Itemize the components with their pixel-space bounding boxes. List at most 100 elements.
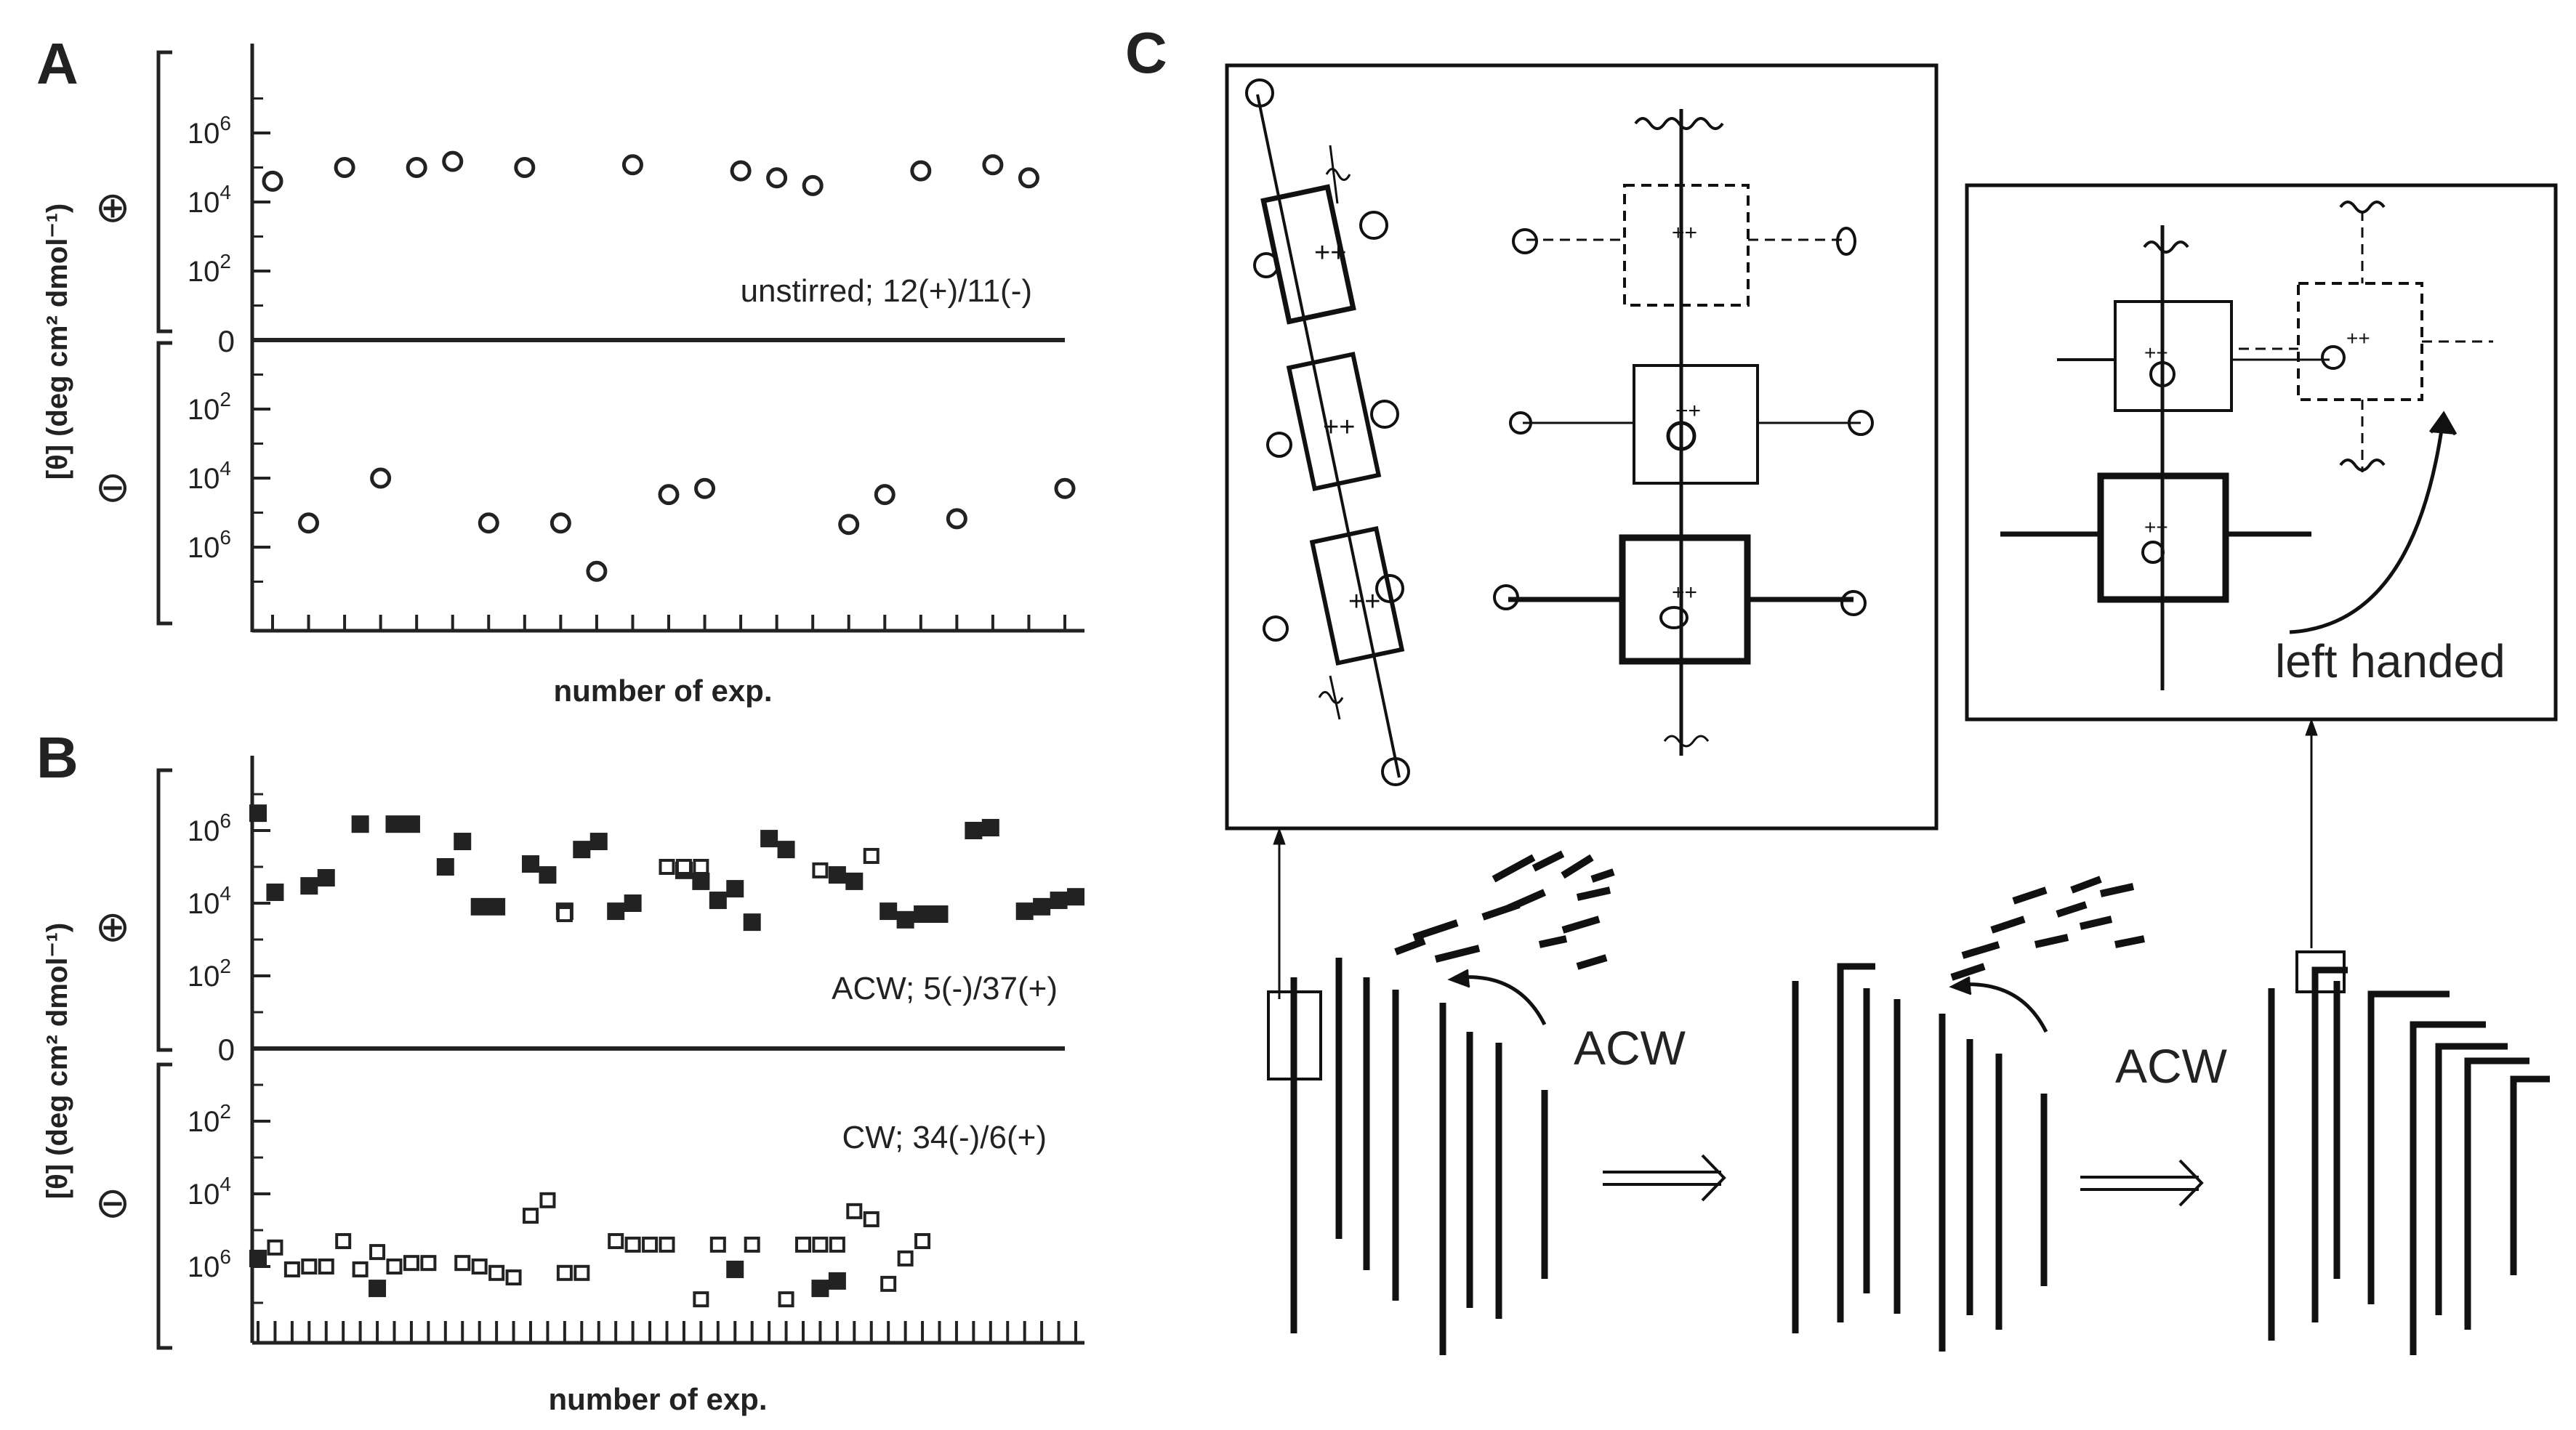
zero-label-a: 0 xyxy=(218,324,235,358)
vertical-box-stack-left: ++ ++ ++ xyxy=(1493,109,1874,756)
data-point-open-square xyxy=(778,1291,794,1308)
data-point-open-circle xyxy=(550,512,571,534)
panel-b: B [θ] (deg cm² dmol⁻¹) ⊕ ⊖ 0 10210410610… xyxy=(36,725,1084,1416)
fiber-group-3 xyxy=(2268,950,2550,1355)
data-point-open-square xyxy=(829,1236,845,1253)
data-point-open-square xyxy=(539,1192,556,1208)
annotation-b-top: ACW; 5(-)/37(+) xyxy=(832,971,1058,1006)
data-point-filled-square xyxy=(539,866,557,884)
data-point-filled-square xyxy=(760,830,778,848)
data-point-filled-square xyxy=(828,1272,846,1290)
data-point-filled-square xyxy=(522,855,539,873)
data-point-filled-square xyxy=(624,894,642,912)
data-point-open-square xyxy=(335,1233,352,1250)
data-point-open-square xyxy=(693,1291,709,1308)
points-b xyxy=(249,804,1084,1308)
data-point-open-circle xyxy=(946,508,967,530)
data-point-filled-square xyxy=(914,905,932,924)
data-point-filled-square xyxy=(317,869,335,887)
data-point-open-square xyxy=(693,859,709,875)
data-point-open-circle xyxy=(478,512,499,534)
data-point-open-square xyxy=(488,1264,505,1281)
data-point-filled-square xyxy=(300,877,318,895)
data-point-open-square xyxy=(369,1244,386,1261)
data-point-open-circle xyxy=(334,157,355,178)
y-tick-label: 106 xyxy=(188,526,231,564)
y-tick-label: 106 xyxy=(188,809,231,847)
y-tick-label: 104 xyxy=(188,882,231,920)
data-point-open-square xyxy=(863,847,880,864)
y-tick-label: 102 xyxy=(188,1100,231,1138)
data-point-filled-square xyxy=(454,833,472,851)
data-point-open-square xyxy=(812,1236,829,1253)
data-point-filled-square xyxy=(1067,888,1084,906)
svg-text:++: ++ xyxy=(2346,327,2370,350)
y-tick-label: 104 xyxy=(188,1173,231,1211)
y-tick-label: 106 xyxy=(188,1245,231,1283)
data-point-open-square xyxy=(880,1275,897,1292)
data-point-open-square xyxy=(556,1264,573,1281)
data-point-open-circle xyxy=(370,467,392,489)
bracket-positive-a xyxy=(156,50,172,334)
panel-c: C ++ ++ ++ xyxy=(1125,20,2558,1355)
data-point-filled-square xyxy=(1050,892,1068,910)
svg-text:++: ++ xyxy=(1672,581,1697,605)
y-tick-label: 104 xyxy=(188,181,231,219)
data-point-filled-square xyxy=(436,858,454,876)
data-point-filled-square xyxy=(845,872,864,890)
data-point-open-circle xyxy=(658,484,680,506)
data-point-open-circle xyxy=(514,157,536,178)
data-point-open-square xyxy=(795,1236,811,1253)
inset-box-right xyxy=(1965,183,2558,722)
data-point-open-circle xyxy=(874,484,895,506)
data-point-open-circle xyxy=(1018,167,1039,189)
data-point-open-circle xyxy=(910,160,932,182)
data-point-filled-square xyxy=(930,905,949,924)
label-acw-2: ACW xyxy=(2115,1039,2228,1093)
data-point-filled-square xyxy=(607,902,625,921)
data-point-open-square xyxy=(283,1261,300,1277)
data-point-filled-square xyxy=(981,819,999,837)
plus-sign-a: ⊕ xyxy=(95,184,131,231)
data-point-open-circle xyxy=(298,512,320,534)
y-axis-label-a: [θ] (deg cm² dmol⁻¹) xyxy=(41,203,73,480)
data-point-open-square xyxy=(386,1259,403,1275)
data-point-open-square xyxy=(420,1255,437,1272)
y-tick-label: 102 xyxy=(188,250,231,288)
svg-text:++: ++ xyxy=(1348,586,1380,617)
data-point-open-circle xyxy=(406,157,427,178)
data-point-open-circle xyxy=(1054,477,1076,499)
data-point-open-square xyxy=(709,1236,726,1253)
label-acw-1: ACW xyxy=(1574,1021,1686,1075)
data-point-filled-square xyxy=(726,880,744,898)
data-point-open-square xyxy=(642,1236,659,1253)
plus-sign-b: ⊕ xyxy=(95,903,131,950)
bracket-negative-b xyxy=(156,1062,172,1350)
panel-letter-b: B xyxy=(36,725,79,790)
svg-text:++: ++ xyxy=(1323,412,1355,443)
data-point-open-square xyxy=(863,1211,880,1227)
process-arrow-1 xyxy=(1603,1154,1726,1202)
panel-letter-a: A xyxy=(36,31,79,96)
data-point-filled-square xyxy=(589,833,608,851)
data-point-filled-square xyxy=(470,897,488,916)
data-point-open-circle xyxy=(694,477,716,499)
data-point-open-circle xyxy=(442,150,464,172)
data-point-filled-square xyxy=(896,910,914,929)
data-point-filled-square xyxy=(266,883,284,901)
data-point-filled-square xyxy=(573,841,591,859)
data-point-filled-square xyxy=(726,1260,744,1278)
minus-sign-a: ⊖ xyxy=(95,464,131,511)
svg-text:++: ++ xyxy=(1672,221,1697,245)
data-point-filled-square xyxy=(692,872,710,890)
data-point-open-square xyxy=(352,1261,369,1277)
y-tick-label: 106 xyxy=(188,112,231,150)
panel-a: A [θ] (deg cm² dmol⁻¹) ⊕ ⊖ 0 102 104 106 10… xyxy=(36,31,1084,708)
data-point-open-circle xyxy=(982,154,1004,176)
fiber-group-2: ACW xyxy=(1792,876,2228,1352)
data-point-filled-square xyxy=(351,815,369,833)
data-point-filled-square xyxy=(777,841,795,859)
data-point-filled-square xyxy=(965,822,983,839)
data-point-open-square xyxy=(846,1203,863,1219)
bracket-negative-a xyxy=(156,341,172,626)
